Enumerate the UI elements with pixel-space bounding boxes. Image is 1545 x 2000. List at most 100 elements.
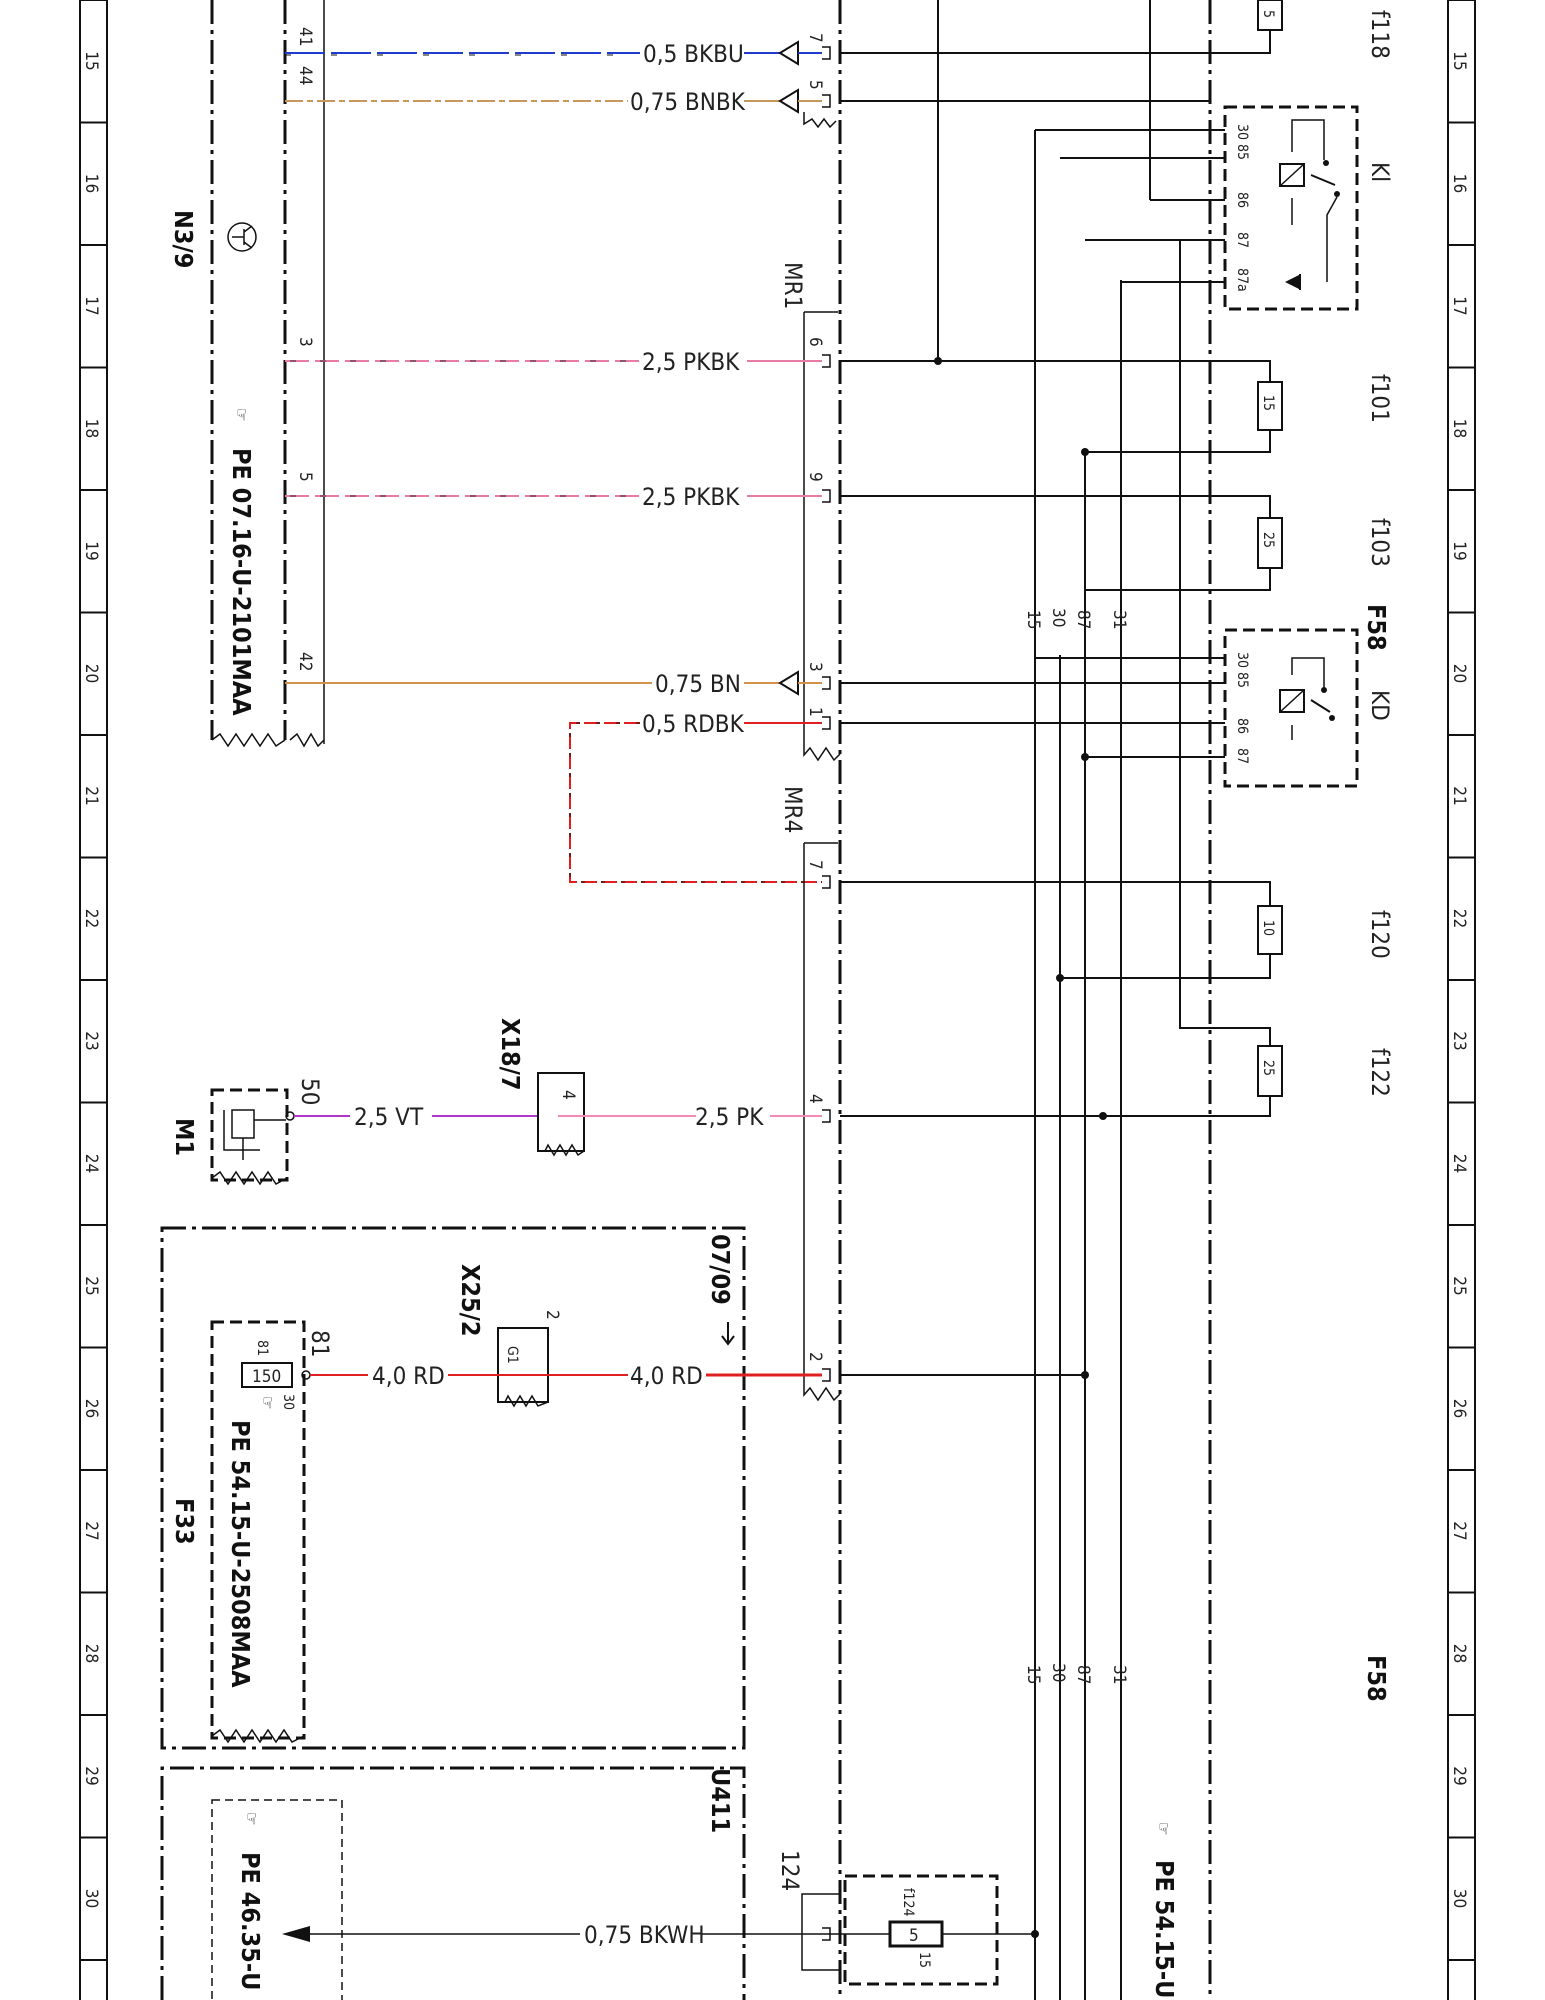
connector-pin xyxy=(822,875,831,889)
svg-text:87: 87 xyxy=(1073,1665,1093,1684)
wire-label: 2,5 PK xyxy=(695,1103,764,1131)
wire-vt-pk: 2,5 VT 4 2,5 PK 4 X18/7 xyxy=(294,1018,825,1157)
grid-row-label: 26 xyxy=(81,1399,101,1418)
x25-2-connector xyxy=(497,1327,549,1403)
connector-pin xyxy=(822,94,831,108)
svg-text:30: 30 xyxy=(1234,124,1250,140)
n3-9-module: N3/9 ☞ PE 07.16-U-2101MAA xyxy=(169,0,325,748)
svg-text:2: 2 xyxy=(805,1352,825,1362)
svg-text:86: 86 xyxy=(1234,718,1250,734)
svg-text:5: 5 xyxy=(805,80,825,90)
connector-pin xyxy=(822,489,831,503)
wire-bnbk: 0,75 BNBK 44 5 xyxy=(285,66,837,129)
grid-row-label: 25 xyxy=(81,1276,101,1295)
wire-label: 2,5 VT xyxy=(354,1103,424,1131)
grid-row-label: 29 xyxy=(1449,1766,1469,1785)
pointer-icon: ☞ xyxy=(241,1812,261,1826)
connector-pin xyxy=(822,676,831,690)
svg-text:31: 31 xyxy=(1109,1665,1129,1684)
svg-text:f124: f124 xyxy=(900,1888,916,1916)
grid-row-label: 20 xyxy=(81,664,101,683)
wire-pkbk-2: 2,5 PKBK 5 9 xyxy=(285,472,825,511)
grid-row-label: 15 xyxy=(81,51,101,70)
svg-text:124: 124 xyxy=(776,1850,804,1891)
right-grid-rail xyxy=(1447,0,1476,2000)
x18-7-connector xyxy=(537,1072,585,1152)
grid-row-label: 29 xyxy=(81,1766,101,1785)
svg-text:50: 50 xyxy=(296,1078,324,1105)
distribution-lines xyxy=(840,0,1210,1376)
grid-row-label: 19 xyxy=(1449,541,1469,560)
wire-bkbu: 0,5 BKBU 41 7 xyxy=(285,27,825,68)
fuse-f101: 15 f101 xyxy=(1210,360,1394,453)
grid-row-label: 30 xyxy=(81,1889,101,1908)
fuse-label: f122 xyxy=(1366,1048,1394,1097)
svg-text:5: 5 xyxy=(909,1926,919,1946)
mr4-connector: MR4 xyxy=(779,786,841,1402)
grid-row-label: 18 xyxy=(81,419,101,438)
svg-text:3: 3 xyxy=(805,662,825,672)
pointer-icon: ☞ xyxy=(231,408,251,422)
connector-pin xyxy=(822,716,831,730)
f33-fuse xyxy=(241,1362,293,1388)
ref-07-09: 07/09 xyxy=(706,1234,735,1305)
grid-row-label: 25 xyxy=(1449,1276,1469,1295)
connector-pins xyxy=(822,46,831,1941)
connector-pin xyxy=(822,1368,831,1382)
u411-label: U411 xyxy=(706,1768,735,1833)
pointer-icon: ☞ xyxy=(257,1396,277,1410)
kd-label: KD xyxy=(1366,690,1394,721)
m1-motor: M1 50 xyxy=(170,1078,324,1186)
svg-text:25: 25 xyxy=(1260,532,1276,548)
wire-pkbk-1: 2,5 PKBK 3 6 xyxy=(285,337,825,376)
pe-46-ref: PE 46.35-U xyxy=(236,1852,265,1990)
grid-row-label: 18 xyxy=(1449,419,1469,438)
svg-text:7: 7 xyxy=(805,33,825,43)
svg-text:4: 4 xyxy=(805,1094,825,1104)
svg-text:6: 6 xyxy=(805,337,825,347)
fuse-f120: 10 f120 xyxy=(1210,881,1394,979)
grid-row-label: 28 xyxy=(81,1644,101,1663)
grid-row-label: 24 xyxy=(1449,1154,1469,1173)
fuse-f103: 25 f103 xyxy=(1210,495,1394,591)
f58-label: F58 xyxy=(1362,604,1391,651)
mr1-label: MR1 xyxy=(779,262,807,309)
svg-text:15: 15 xyxy=(1023,1665,1043,1684)
wire-label: 0,75 BNBK xyxy=(630,88,746,116)
wire-label: 4,0 RD xyxy=(630,1362,703,1390)
svg-text:30: 30 xyxy=(1048,1663,1068,1682)
kl-label: Kl xyxy=(1366,162,1394,182)
motor-coil-icon xyxy=(231,1109,255,1139)
svg-text:15: 15 xyxy=(916,1952,932,1968)
left-grid-rail xyxy=(79,0,108,2000)
svg-text:86: 86 xyxy=(1234,192,1250,208)
f33-label: F33 xyxy=(170,1498,199,1545)
connector-pin xyxy=(822,46,831,60)
svg-text:87: 87 xyxy=(1073,610,1093,629)
n3-9-ref: PE 07.16-U-2101MAA xyxy=(227,448,256,716)
grid-row-label: 21 xyxy=(81,786,101,805)
grid-row-label: 17 xyxy=(1449,296,1469,315)
grid-row-label: 17 xyxy=(81,296,101,315)
svg-text:15: 15 xyxy=(1023,610,1043,629)
fuse-f122: 25 f122 xyxy=(1210,1027,1394,1117)
svg-text:31: 31 xyxy=(1109,610,1129,629)
svg-text:G1: G1 xyxy=(504,1346,520,1364)
svg-text:10: 10 xyxy=(1260,920,1276,936)
wire-bn: 0,75 BN 42 3 xyxy=(285,652,825,698)
f33-ref: PE 54.15-U-2508MAA xyxy=(226,1420,255,1688)
grid-row-label: 15 xyxy=(1449,51,1469,70)
svg-text:85: 85 xyxy=(1234,144,1250,160)
svg-text:3: 3 xyxy=(295,337,315,347)
wire-rdbk: 0,5 RDBK 1 7 xyxy=(569,707,825,883)
connector-pin xyxy=(822,1109,831,1123)
mr4-label: MR4 xyxy=(779,786,807,833)
pe-54-ref: PE 54.15-U xyxy=(1150,1860,1179,1998)
svg-text:5: 5 xyxy=(1260,10,1276,18)
grid-row-label: 30 xyxy=(1449,1889,1469,1908)
x18-7-label: X18/7 xyxy=(496,1018,525,1091)
grid-row-label: 16 xyxy=(81,174,101,193)
fuse-label: f120 xyxy=(1366,910,1394,959)
f124-fuse-block: 5 f124 15 xyxy=(843,1874,999,1986)
